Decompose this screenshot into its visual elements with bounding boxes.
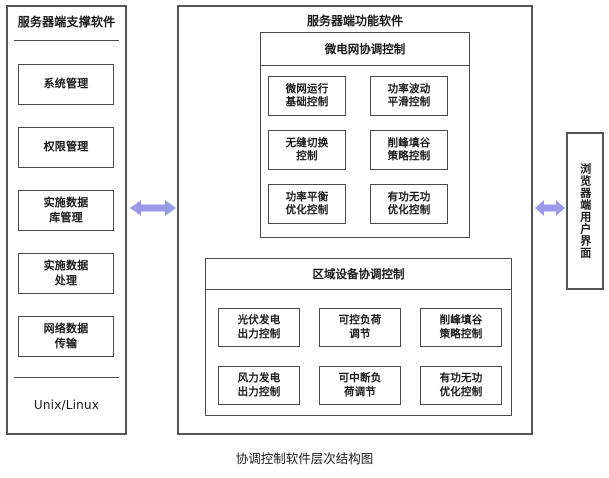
left-panel-divider-top (14, 40, 119, 41)
region-group-title: 区域设备协调控制 (205, 258, 512, 290)
right-panel-label: 浏览器端用户界面 (566, 132, 604, 290)
left-connector-double-arrow (130, 197, 176, 223)
microgrid-item-seamless-switch[interactable]: 无缝切换控制 (268, 130, 346, 170)
microgrid-item-power-smoothing[interactable]: 功率波动平滑控制 (370, 76, 448, 116)
left-panel-os-label: Unix/Linux (33, 398, 100, 413)
left-panel-item-database-management[interactable]: 实施数据库管理 (18, 190, 114, 231)
region-item-pv-output-control[interactable]: 光伏发电出力控制 (218, 308, 300, 347)
region-item-wind-output-control[interactable]: 风力发电出力控制 (218, 366, 300, 405)
right-panel-container (566, 132, 604, 290)
left-panel-title: 服务器端支撑软件 (17, 14, 116, 29)
double-arrow-icon (535, 200, 565, 216)
left-panel-item-system-management[interactable]: 系统管理 (18, 64, 114, 105)
left-panel-item-permission-management[interactable]: 权限管理 (18, 127, 114, 168)
left-panel-item-network-transmission[interactable]: 网络数据传输 (18, 316, 114, 357)
microgrid-item-basic-control[interactable]: 微网运行基础控制 (268, 76, 346, 116)
region-item-controllable-load[interactable]: 可控负荷调节 (319, 308, 401, 347)
region-item-reactive-optimization[interactable]: 有功无功优化控制 (420, 366, 502, 405)
right-connector-double-arrow (535, 197, 565, 223)
double-arrow-icon (130, 200, 176, 216)
main-panel-title: 服务器端功能软件 (306, 13, 403, 28)
microgrid-group-title: 微电网协调控制 (260, 32, 470, 66)
microgrid-item-peak-shaving[interactable]: 削峰填谷策略控制 (370, 130, 448, 170)
microgrid-item-power-balance[interactable]: 功率平衡优化控制 (268, 184, 346, 224)
right-panel-label-text: 浏览器端用户界面 (578, 163, 592, 259)
left-panel-item-data-processing[interactable]: 实施数据处理 (18, 253, 114, 294)
region-item-peak-shaving-strategy[interactable]: 削峰填谷策略控制 (420, 308, 502, 347)
left-panel-divider-bottom (14, 377, 119, 378)
diagram-caption: 协调控制软件层次结构图 (235, 451, 374, 466)
microgrid-item-reactive-optimization[interactable]: 有功无功优化控制 (370, 184, 448, 224)
region-item-interruptible-load[interactable]: 可中断负荷调节 (319, 366, 401, 405)
